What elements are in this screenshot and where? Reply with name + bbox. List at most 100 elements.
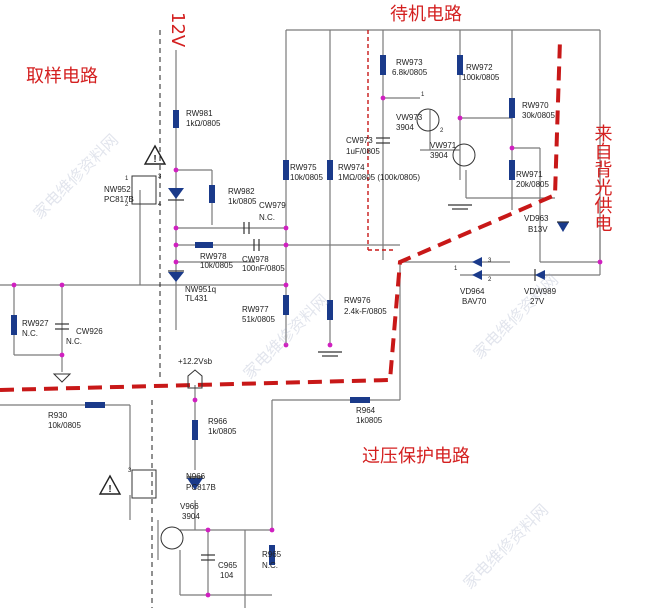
label-val: 1MΩ/0805 (100k/0805) xyxy=(338,173,420,182)
label-val: 51k/0805 xyxy=(242,315,275,324)
capacitor-cw926 xyxy=(55,323,69,330)
component-shapes: ! ! xyxy=(11,55,603,598)
label-ref: VW971 xyxy=(430,141,457,150)
resistor-rw971 xyxy=(509,160,515,180)
label-ref: VD963 xyxy=(524,214,549,223)
label-ref: RW974 xyxy=(338,163,365,172)
rail-label-12v2: +12.2Vsb xyxy=(178,357,213,366)
label-ref: CW978 xyxy=(242,255,269,264)
pin-labels: 1 2 3 4 1 2 3 1 2 3 xyxy=(125,92,492,474)
label-val: 100nF/0805 xyxy=(242,264,285,273)
label-val: 1k/0805 xyxy=(228,197,257,206)
svg-text:1: 1 xyxy=(125,176,129,182)
label-val: 2.4k-F/0805 xyxy=(344,307,387,316)
resistor-rw982 xyxy=(209,185,215,203)
resistor-rw972 xyxy=(457,55,463,75)
label-ref: V966 xyxy=(180,502,199,511)
resistor-r964 xyxy=(350,397,370,403)
label-ref: RW972 xyxy=(466,63,493,72)
optocoupler-nw952-body xyxy=(131,175,157,205)
optocoupler-led-n966 xyxy=(187,478,203,490)
resistor-rw978 xyxy=(195,242,213,248)
label-val: 30k/0805 xyxy=(522,111,555,120)
label-val: 100k/0805 xyxy=(462,73,500,82)
capacitor-cw973 xyxy=(376,137,390,144)
svg-text:家电维修资料网: 家电维修资料网 xyxy=(459,500,552,593)
resistor-rw970 xyxy=(509,98,515,118)
label-val: PC817B xyxy=(104,195,134,204)
label-val: 10k/0805 xyxy=(200,261,233,270)
label-val: BAV70 xyxy=(462,297,487,306)
resistor-rw973 xyxy=(380,55,386,75)
transistor-v966 xyxy=(160,526,184,550)
label-ref: RW973 xyxy=(396,58,423,67)
label-val: 3904 xyxy=(396,123,414,132)
label-val: 1uF/0805 xyxy=(346,147,380,156)
svg-text:1: 1 xyxy=(421,92,425,98)
label-val: 1k/0805 xyxy=(208,427,237,436)
rail-label-12v: 12V xyxy=(167,12,188,48)
resistor-rw977 xyxy=(283,295,289,315)
label-val: 10k/0805 xyxy=(48,421,81,430)
section-label-standby: 待机电路 xyxy=(390,4,462,25)
zener-nw951 xyxy=(168,272,184,282)
label-ref: CW979 xyxy=(259,201,286,210)
svg-text:!: ! xyxy=(153,154,156,165)
label-ref: RW971 xyxy=(516,170,543,179)
svg-text:4: 4 xyxy=(158,202,162,208)
label-val: 3904 xyxy=(182,512,200,521)
svg-text:2: 2 xyxy=(488,277,492,283)
label-ref: N966 xyxy=(186,472,206,481)
diode-vd964-b xyxy=(472,270,482,280)
label-ref: RW976 xyxy=(344,296,371,305)
label-ref: RW927 xyxy=(22,319,49,328)
transistor-vw971 xyxy=(452,143,476,167)
label-ref: RW982 xyxy=(228,187,255,196)
svg-text:3: 3 xyxy=(488,258,492,264)
label-ref: R964 xyxy=(356,406,376,415)
label-val: N.C. xyxy=(262,561,278,570)
label-ref: CW973 xyxy=(346,136,373,145)
label-val: PC817B xyxy=(186,483,216,492)
resistor-r930 xyxy=(85,402,105,408)
diode-vd963 xyxy=(557,222,569,232)
label-val: TL431 xyxy=(185,294,208,303)
zener-vdw989 xyxy=(535,270,545,280)
ground-icon xyxy=(448,204,472,210)
optocoupler-n966-body xyxy=(131,469,157,499)
resistor-r966 xyxy=(192,420,198,440)
label-ref: NW952 xyxy=(104,185,131,194)
label-ref: RW977 xyxy=(242,305,269,314)
capacitor-cw979 xyxy=(243,222,250,234)
label-ref: RW975 xyxy=(290,163,317,172)
label-val: 3904 xyxy=(430,151,448,160)
label-ref: RW978 xyxy=(200,252,227,261)
label-val: B13V xyxy=(528,225,548,234)
capacitor-c965 xyxy=(201,554,215,561)
component-labels: RW981 1kΩ/0805 RW982 1k/0805 CW979 N.C. … xyxy=(22,58,557,580)
label-val: N.C. xyxy=(22,329,38,338)
warning-icon: ! xyxy=(143,144,167,165)
ground-icon xyxy=(318,351,342,357)
resistor-rw927 xyxy=(11,315,17,335)
label-ref: RW981 xyxy=(186,109,213,118)
boundaries xyxy=(0,30,562,608)
transistor-vw973 xyxy=(416,108,440,132)
optocoupler-led-nw952 xyxy=(168,188,184,199)
section-label-overvoltage: 过压保护电路 xyxy=(362,446,470,467)
svg-text:1: 1 xyxy=(454,266,458,272)
ground-icon xyxy=(52,373,72,383)
label-val: N.C. xyxy=(259,213,275,222)
label-ref: C965 xyxy=(218,561,238,570)
label-ref: VW973 xyxy=(396,113,423,122)
svg-text:3: 3 xyxy=(128,468,132,474)
svg-text:家电维修资料网: 家电维修资料网 xyxy=(469,270,562,363)
warning-icon: ! xyxy=(98,474,122,495)
resistor-rw981 xyxy=(173,110,179,128)
label-ref: R930 xyxy=(48,411,68,420)
label-ref: CW926 xyxy=(76,327,103,336)
diode-vd964-a xyxy=(472,257,482,267)
svg-text:2: 2 xyxy=(440,128,444,134)
label-ref: NW951q xyxy=(185,285,216,294)
